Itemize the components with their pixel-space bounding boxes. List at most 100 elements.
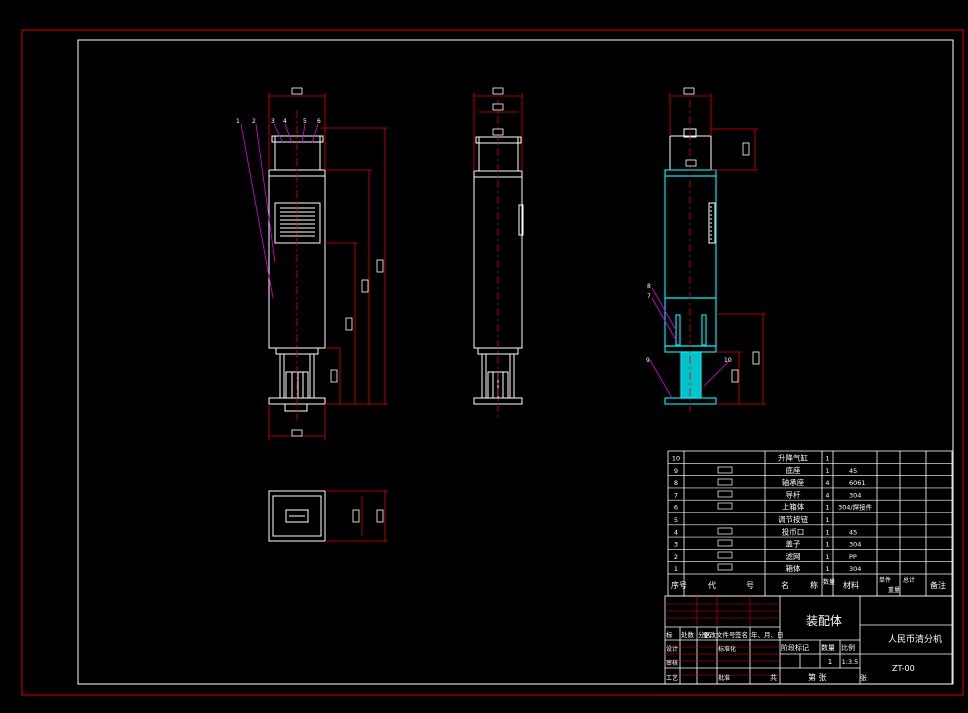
stage-label: 阶段标记	[781, 643, 809, 652]
revision-header-sign: 签名	[735, 630, 748, 639]
bom-row: 10 升降气缸 1	[668, 453, 952, 464]
bom-name: 盖子	[786, 539, 801, 549]
middle-dimension-labels	[492, 87, 504, 136]
balloon-4: 4	[283, 118, 287, 125]
bom-qty: 1	[825, 541, 829, 549]
front-dimension-labels	[291, 87, 384, 437]
revision-header-date: 年、月、日	[751, 630, 784, 639]
bom-material: 304	[849, 491, 861, 499]
standardize-label: 标准化	[718, 645, 736, 653]
bom-header-code-1: 代	[708, 580, 716, 590]
bom-row: 4 投币口 1 45	[668, 526, 952, 538]
bom-no: 10	[672, 455, 680, 463]
bom-header-no: 序号	[671, 580, 687, 590]
bom-header-name-2: 称	[810, 580, 818, 590]
revision-header-count: 处数	[681, 630, 695, 639]
bom-material: 304/焊接件	[838, 503, 873, 512]
balloon-2: 2	[252, 118, 256, 125]
bom-row: 1 箱体 1 304	[674, 563, 861, 573]
bom-material: 6061	[849, 479, 866, 487]
assembly-label: 装配体	[806, 614, 842, 628]
outer-frame	[21, 29, 964, 696]
bom-row: 9 底座 1 45	[668, 465, 952, 476]
sheet-label: 第 张	[808, 672, 827, 682]
right-dimension-labels	[683, 87, 760, 383]
quantity-label: 数量	[821, 643, 835, 652]
bom-no: 9	[674, 467, 678, 475]
bom-material: PP	[849, 553, 857, 561]
balloon-5: 5	[303, 118, 307, 125]
right-view	[669, 128, 716, 244]
right-balloon-labels: 8 7 9 10	[646, 283, 732, 364]
balloon-6: 6	[317, 118, 321, 125]
bom-header-qty: 数量	[823, 578, 835, 586]
bom-qty: 4	[825, 491, 829, 499]
right-dimensions	[669, 93, 766, 405]
bom-header-weight: 重量	[888, 586, 900, 594]
top-dimensions	[325, 490, 388, 542]
bom-header-remark: 备注	[930, 580, 946, 590]
bom-no: 2	[674, 553, 678, 561]
bom-qty: 1	[825, 504, 829, 512]
bom-table: 10 升降气缸 1 9 底座 1 45 8 轴承座 4 6061	[667, 450, 953, 597]
front-balloon-labels: 1 2 3 4 5 6	[236, 118, 321, 125]
bom-name: 上箱体	[782, 502, 805, 512]
revision-header-zone: 分区	[698, 630, 712, 639]
product-name: 人民币清分机	[888, 633, 942, 645]
revision-header-doc: 更改文件号	[703, 630, 736, 639]
bom-row: 3 盖子 1 304	[668, 539, 952, 550]
top-view	[268, 490, 326, 542]
bom-row: 7 导杆 4 304	[668, 489, 952, 501]
front-leaders	[240, 123, 319, 299]
bom-qty: 1	[825, 528, 829, 536]
balloon-9: 9	[646, 357, 650, 364]
bom-row: 2 滤网 1 PP	[668, 551, 952, 563]
balloon-1: 1	[236, 118, 240, 125]
total-label: 共	[770, 673, 777, 682]
bom-no: 6	[674, 504, 678, 512]
bom-header-unit: 单件	[879, 576, 891, 584]
sign-design: 设计	[666, 645, 678, 653]
bom-row: 6 上箱体 1 304/焊接件	[668, 502, 952, 513]
sign-process: 工艺	[666, 674, 678, 682]
bom-header-name-1: 名	[781, 580, 789, 590]
bom-name: 轴承座	[782, 477, 805, 487]
bom-row: 5 调节按钮 1	[668, 514, 952, 526]
bom-qty: 1	[825, 553, 829, 561]
approve-label: 批准	[718, 674, 730, 682]
bom-no: 1	[674, 565, 678, 573]
scale-label: 比例	[841, 643, 855, 652]
bom-name: 升降气缸	[778, 453, 808, 463]
bom-material: 45	[849, 528, 857, 536]
bom-no: 3	[674, 541, 678, 549]
bom-qty: 1	[825, 467, 829, 475]
bom-header-code-2: 号	[746, 581, 754, 590]
sign-review: 审核	[666, 659, 678, 667]
right-leaders	[649, 287, 731, 399]
right-view-highlight	[664, 169, 717, 405]
sheet-suffix: 张	[860, 673, 867, 682]
bom-row: 8 轴承座 4 6061	[668, 477, 952, 489]
bom-name: 导杆	[786, 489, 801, 499]
bom-no: 8	[674, 479, 678, 487]
top-dimension-labels	[352, 509, 384, 523]
title-block: 标 处数 分区 更改文件号 签名 年、月、日 设计 审核 工艺 标准化 批准 装…	[664, 595, 953, 685]
bom-name: 调节按钮	[778, 514, 808, 524]
balloon-10: 10	[724, 357, 732, 364]
bom-material: 304	[849, 541, 861, 549]
bom-no: 4	[674, 528, 678, 536]
drawing-number: ZT-00	[892, 664, 915, 673]
bom-qty: 1	[825, 455, 829, 463]
balloon-7: 7	[647, 293, 651, 300]
bom-name: 投币口	[782, 526, 805, 536]
quantity-value: 1	[828, 658, 832, 666]
bom-qty: 1	[825, 516, 829, 524]
inner-frame	[77, 39, 954, 685]
bom-name: 箱体	[786, 563, 801, 573]
bom-rows: 10 升降气缸 1 9 底座 1 45 8 轴承座 4 6061	[668, 453, 952, 573]
balloon-8: 8	[647, 283, 651, 290]
middle-view	[473, 136, 524, 405]
balloon-3: 3	[271, 118, 275, 125]
middle-dimensions	[473, 93, 523, 171]
